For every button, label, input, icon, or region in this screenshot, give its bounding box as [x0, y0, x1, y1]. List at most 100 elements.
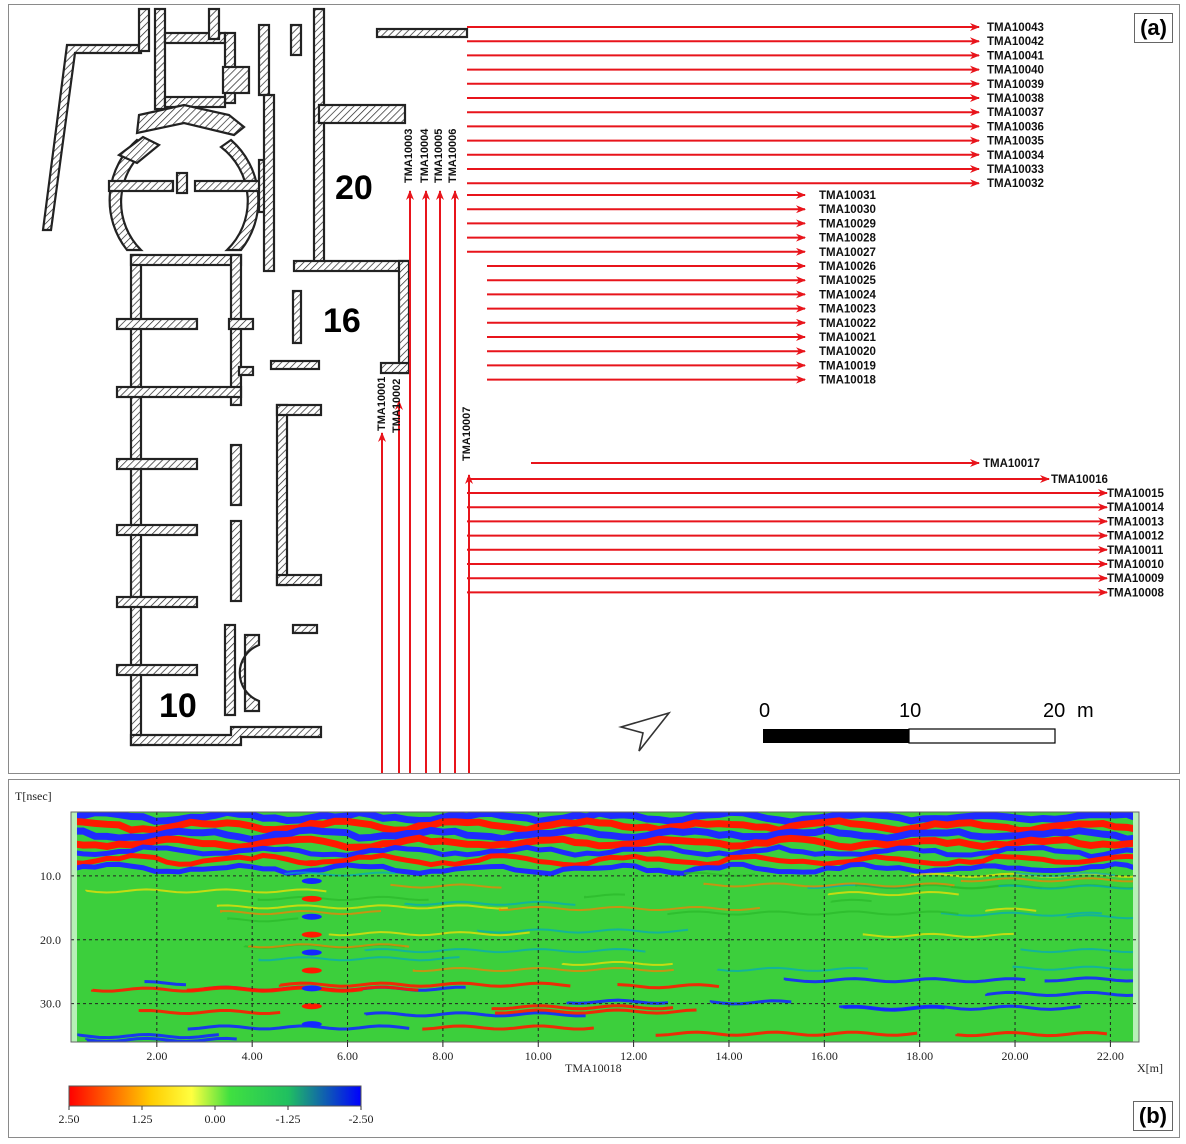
reflection-band	[830, 898, 872, 903]
horizontal-profiles: TMA10043TMA10042TMA10041TMA10040TMA10039…	[467, 22, 1164, 599]
reflection-band	[709, 999, 792, 1006]
wall	[275, 403, 323, 417]
reflection-band	[998, 884, 1139, 890]
wall	[262, 93, 276, 273]
y-tick-label: 30.0	[40, 997, 61, 1011]
x-tick-label: 12.00	[620, 1049, 647, 1063]
profile-label: TMA10027	[819, 247, 876, 259]
reflection-band	[216, 904, 508, 910]
reflection-band	[667, 910, 959, 916]
reflection-band	[1066, 914, 1139, 920]
plot-edge-left	[71, 812, 77, 1042]
reflection-band	[364, 1011, 586, 1018]
wall	[115, 385, 243, 399]
room-label-10: 10	[159, 687, 197, 725]
wall	[379, 361, 411, 375]
scale-tick-20: 20	[1043, 700, 1065, 722]
reflection-band	[1044, 976, 1139, 983]
wall-north	[375, 27, 469, 39]
room-label-16: 16	[323, 302, 361, 340]
wall-arc-top	[135, 103, 246, 137]
profile-label: TMA10038	[987, 93, 1044, 105]
anomaly-mark	[301, 949, 322, 956]
reflection-band	[561, 960, 673, 966]
reflection-band	[278, 981, 571, 988]
wall	[115, 595, 199, 609]
wall	[115, 523, 199, 537]
profile-label: TMA10012	[1107, 531, 1164, 543]
wall	[116, 135, 162, 165]
profile-label: TMA10034	[987, 150, 1044, 162]
plot-frame	[70, 811, 1140, 1043]
anomaly-mark	[301, 878, 322, 884]
wall	[115, 663, 199, 677]
wall-niche	[221, 65, 251, 95]
profile-label: TMA10015	[1107, 488, 1164, 500]
anomaly-mark	[301, 985, 322, 992]
wall	[223, 623, 237, 717]
profile-label: TMA10033	[987, 164, 1044, 176]
wall	[175, 171, 189, 195]
reflection-band	[716, 966, 869, 972]
profile-label: TMA10039	[987, 79, 1044, 91]
reflection-band	[390, 883, 502, 889]
rotunda-left	[108, 138, 152, 252]
panel-a-label: (a)	[1134, 13, 1173, 43]
reflection-band	[783, 977, 1026, 984]
profile-label: TMA10024	[819, 289, 876, 301]
colorbar-tick-label: -2.50	[349, 1112, 374, 1126]
x-tick-label: 4.00	[242, 1049, 263, 1063]
scale-bar: 0 10 20 m	[759, 700, 1094, 744]
profile-label: TMA10040	[987, 65, 1044, 77]
scale-tick-0: 0	[759, 700, 770, 722]
colorbar-tick-label: 0.00	[205, 1112, 226, 1126]
profile-label: TMA10025	[819, 275, 876, 287]
x-tick-label: 16.00	[811, 1049, 838, 1063]
colorbar-tick-label: 1.25	[132, 1112, 153, 1126]
profile-label: TMA10020	[819, 346, 876, 358]
wall	[289, 23, 303, 57]
reflection-band	[258, 956, 460, 962]
reflection-band	[985, 907, 1037, 912]
reflection-band	[404, 900, 576, 906]
profile-name: TMA10018	[565, 1061, 622, 1075]
wall	[115, 457, 199, 471]
site-plan-svg: 20 16 10 TMA10043TMA10042TMA10041TMA1004…	[41, 7, 1164, 773]
reflection-band	[364, 948, 646, 954]
wall	[227, 317, 255, 331]
rotunda-right	[219, 138, 260, 252]
profile-label: TMA10021	[819, 332, 876, 344]
reflection-band	[138, 1008, 281, 1015]
room-label-20: 20	[335, 169, 373, 207]
profile-label: TMA10023	[819, 304, 876, 316]
reflection-band	[422, 1024, 594, 1031]
wall	[163, 95, 227, 109]
wall	[237, 365, 255, 377]
radargram-grid	[70, 811, 1140, 1043]
profile-label: TMA10007	[461, 407, 473, 461]
plot-edge-right	[1133, 812, 1139, 1042]
profile-label: TMA10032	[987, 178, 1044, 190]
reflection-band	[257, 895, 429, 901]
reflection-band	[144, 979, 187, 987]
reflection-band	[617, 982, 720, 990]
profile-label: TMA10022	[819, 318, 876, 330]
profile-label: TMA10028	[819, 233, 876, 245]
reflection-band	[862, 932, 1014, 939]
wall	[229, 519, 243, 603]
radargram-reflections	[71, 812, 1139, 1042]
profile-label: TMA10042	[987, 36, 1044, 48]
colorbar	[68, 1085, 362, 1107]
x-tick-label: 10.00	[525, 1049, 552, 1063]
profile-label: TMA10016	[1051, 474, 1108, 486]
reflection-band	[476, 928, 689, 934]
reflection-band	[187, 1024, 410, 1031]
profile-label: TMA10019	[819, 360, 876, 372]
reflection-band	[655, 1030, 918, 1037]
wall	[275, 573, 323, 587]
anomaly-mark	[301, 1021, 322, 1028]
